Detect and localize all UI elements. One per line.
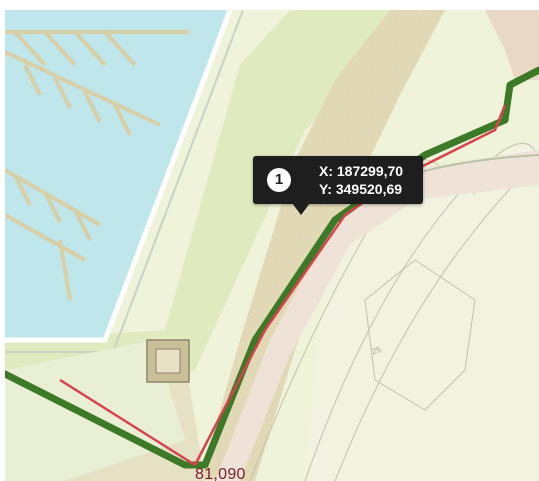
grass-area [5,10,425,440]
map-layer [5,10,539,481]
coordinate-tooltip: 1 X: 187299,70 Y: 349520,69 [253,156,423,204]
measure-line-red-left[interactable] [59,378,196,467]
x-coordinate: X: 187299,70 [319,163,404,179]
dike-crest [215,150,539,481]
dike-slope [305,140,539,481]
quay-path [5,10,244,353]
marker-number-badge: 1 [267,168,291,192]
y-coordinate: Y: 349520,69 [319,181,403,197]
road-top-right [485,10,539,80]
quay-edge [5,10,233,343]
track-line-green[interactable] [5,66,539,469]
jetties [5,30,190,301]
map-canvas[interactable] [5,10,539,481]
tooltip-pointer [292,203,310,215]
coordinate-readout: X: 187299,70 Y: 349520,69 [319,162,403,198]
distance-label: 81,090 [195,466,246,481]
building-roof [155,348,181,374]
